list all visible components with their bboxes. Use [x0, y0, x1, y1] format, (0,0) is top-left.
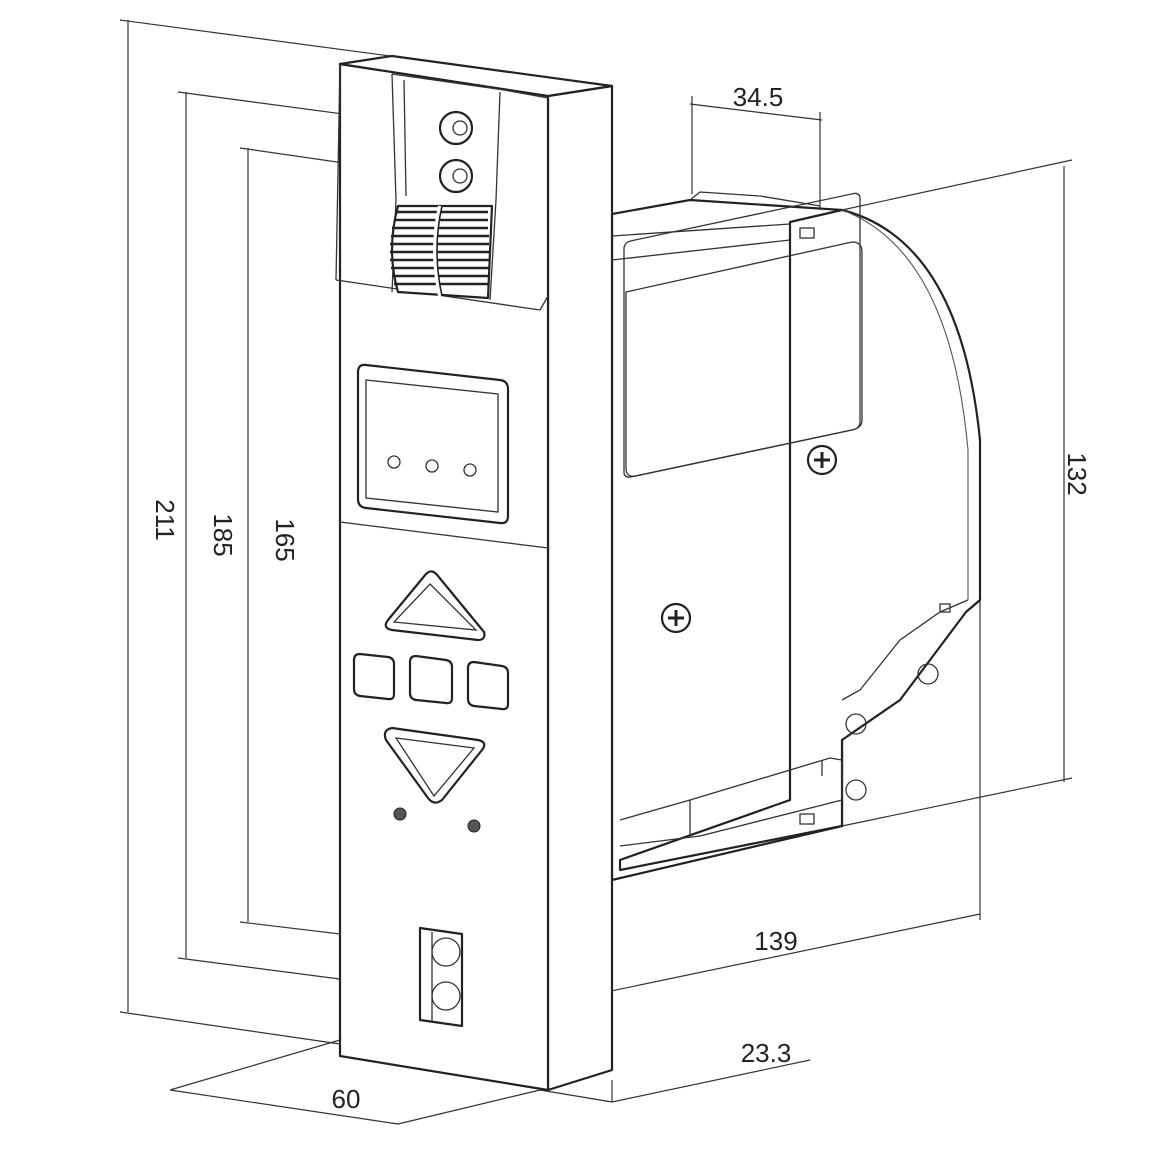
right-stop-button[interactable] — [466, 660, 510, 711]
status-led-icon — [387, 455, 401, 469]
screw-icon — [806, 444, 838, 476]
dim-label-housing-height: 132 — [1062, 452, 1092, 495]
mounting-hole-icon — [917, 663, 939, 685]
up-arrow-button[interactable] — [384, 570, 486, 642]
control-buttons — [352, 570, 510, 833]
dim-label-depth: 139 — [754, 926, 797, 956]
dimension-lines — [119, 19, 1073, 1125]
housing-body — [610, 191, 982, 882]
mounting-hole-icon — [845, 713, 867, 735]
adjustment-screw-icon — [438, 110, 474, 146]
screw-icon — [660, 602, 692, 634]
dim-label-faceplate-thickness: 23.3 — [741, 1038, 792, 1068]
status-led-icon — [425, 459, 439, 473]
status-led-icon — [463, 463, 477, 477]
adjustment-screws — [438, 110, 474, 194]
left-stop-button[interactable] — [352, 652, 396, 701]
dim-label-overall-height: 211 — [150, 499, 180, 540]
indicator-led-icon — [467, 819, 481, 833]
dim-label-inner-height: 185 — [208, 513, 238, 556]
dim-label-top-width: 34.5 — [733, 82, 784, 112]
mounting-hole-icon — [845, 779, 867, 801]
belt-roller-icon — [390, 204, 494, 300]
adjustment-screw-icon — [438, 158, 474, 194]
display-window — [356, 363, 510, 525]
dim-label-front-width: 60 — [332, 1084, 361, 1114]
dim-label-hole-spacing: 165 — [270, 518, 300, 561]
middle-stop-button[interactable] — [408, 654, 454, 705]
indicator-led-icon — [393, 807, 407, 821]
faceplate — [335, 54, 614, 1092]
bottom-belt-slot — [418, 926, 464, 1028]
